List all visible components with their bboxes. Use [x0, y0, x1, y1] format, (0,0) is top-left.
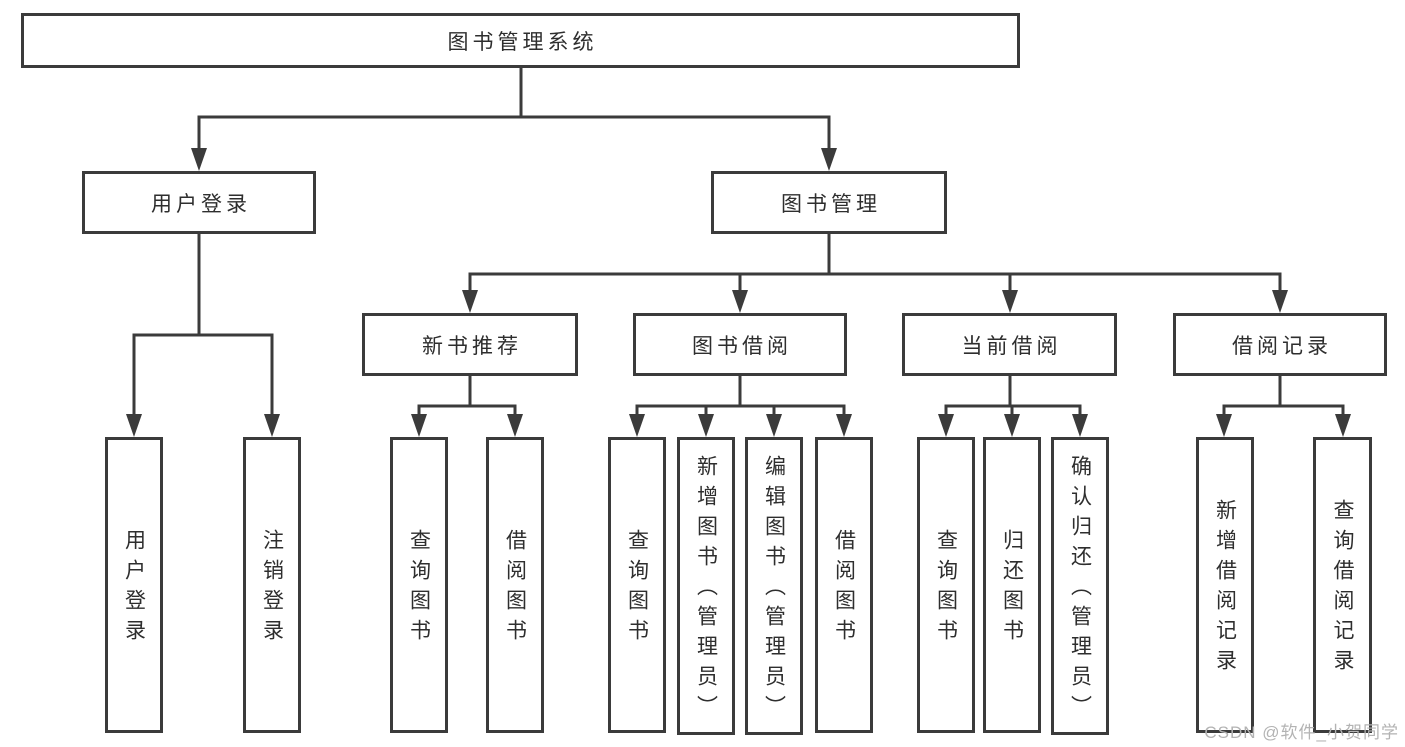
node-book-borrowing: 图书借阅 [633, 313, 847, 376]
node-label: 查询图书 [934, 529, 958, 649]
leaf-query-books-recommend: 查询图书 [390, 437, 448, 733]
node-library-system: 图书管理系统 [21, 13, 1020, 68]
node-label: 查询图书 [625, 529, 649, 649]
arrow-down-icon [821, 148, 837, 171]
node-label: 用户登录 [122, 529, 146, 649]
leaf-logout-login: 注销登录 [243, 437, 301, 733]
connector-book-mgmt-to-level3 [468, 230, 1282, 294]
leaf-query-books-current: 查询图书 [917, 437, 975, 733]
node-label: 查询图书 [407, 529, 431, 649]
arrow-down-icon [766, 414, 782, 437]
node-label: 确认归还（管理员） [1068, 455, 1092, 725]
leaf-borrow-books-recommend: 借阅图书 [486, 437, 544, 733]
arrow-down-icon [1272, 290, 1288, 313]
leaf-edit-book-admin: 编辑图书（管理员） [745, 437, 803, 735]
node-book-management: 图书管理 [711, 171, 947, 234]
arrow-down-icon [264, 414, 280, 437]
leaf-borrow-books: 借阅图书 [815, 437, 873, 733]
node-new-book-recommend: 新书推荐 [362, 313, 578, 376]
node-label: 注销登录 [260, 529, 284, 649]
node-label: 图书借阅 [692, 334, 792, 358]
arrow-down-icon [191, 148, 207, 171]
leaf-confirm-return-admin: 确认归还（管理员） [1051, 437, 1109, 735]
arrow-down-icon [462, 290, 478, 313]
arrow-down-icon [126, 414, 142, 437]
arrow-down-icon [1216, 414, 1232, 437]
node-label: 借阅图书 [832, 529, 856, 649]
node-label: 新增借阅记录 [1213, 499, 1237, 679]
arrow-down-icon [1072, 414, 1088, 437]
node-label: 新增图书（管理员） [694, 455, 718, 725]
connector-user-login-children [132, 230, 274, 418]
leaf-add-borrow-record: 新增借阅记录 [1196, 437, 1254, 733]
node-borrowing-records: 借阅记录 [1173, 313, 1387, 376]
connector-current-borrow-children [944, 372, 1082, 418]
node-label: 新书推荐 [422, 334, 522, 358]
watermark-text: CSDN @软件_小贺同学 [1204, 723, 1399, 742]
node-label: 当前借阅 [961, 334, 1062, 358]
node-label: 借阅图书 [503, 529, 527, 649]
node-label: 图书管理 [781, 192, 881, 216]
arrow-down-icon [1002, 290, 1018, 313]
arrow-down-icon [938, 414, 954, 437]
arrow-down-icon [507, 414, 523, 437]
arrow-down-icon [1004, 414, 1020, 437]
connector-new-book-children [417, 372, 517, 418]
connector-book-borrow-children [635, 372, 846, 418]
leaf-add-book-admin: 新增图书（管理员） [677, 437, 735, 735]
arrow-down-icon [1335, 414, 1351, 437]
arrow-down-icon [411, 414, 427, 437]
connector-root-to-level2 [197, 64, 831, 152]
arrow-down-icon [629, 414, 645, 437]
arrow-down-icon [698, 414, 714, 437]
leaf-user-login: 用户登录 [105, 437, 163, 733]
arrow-down-icon [836, 414, 852, 437]
node-current-borrowing: 当前借阅 [902, 313, 1117, 376]
leaf-query-books-borrow: 查询图书 [608, 437, 666, 733]
node-label: 编辑图书（管理员） [762, 455, 786, 725]
arrow-down-icon [732, 290, 748, 313]
leaf-return-books: 归还图书 [983, 437, 1041, 733]
leaf-query-borrow-record: 查询借阅记录 [1313, 437, 1372, 733]
node-label: 借阅记录 [1232, 334, 1332, 358]
node-user-login: 用户登录 [82, 171, 316, 234]
node-label: 归还图书 [1000, 529, 1024, 649]
arrowheads [126, 148, 1351, 437]
node-label: 查询借阅记录 [1331, 499, 1354, 679]
node-label: 图书管理系统 [447, 30, 598, 54]
connector-borrow-record-children [1222, 372, 1345, 418]
node-label: 用户登录 [151, 192, 251, 216]
